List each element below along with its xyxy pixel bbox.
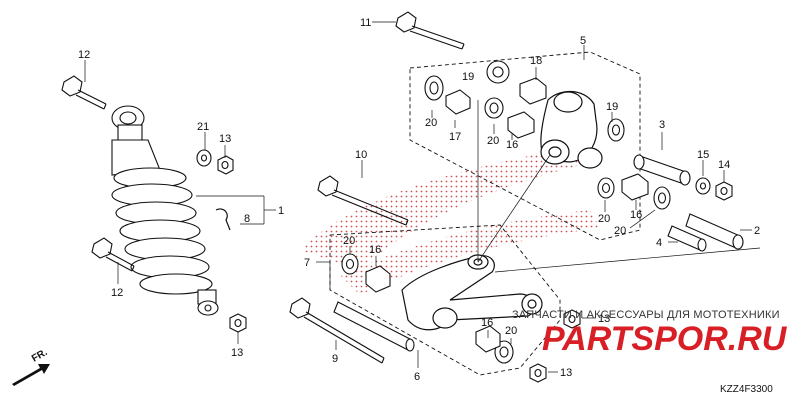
bolt-11 — [395, 11, 465, 50]
callout-13-a: 13 — [219, 133, 231, 145]
callout-3: 3 — [659, 119, 665, 131]
nut-13-lower-left — [229, 313, 247, 333]
bolt-10 — [317, 175, 409, 226]
callout-16-c: 16 — [369, 244, 381, 256]
washer-15 — [695, 177, 711, 195]
group-frame-7 — [329, 224, 561, 376]
leader-lines — [84, 21, 761, 373]
nut-14 — [715, 181, 733, 201]
watermark-logo: PARTSPOR.RU — [542, 320, 788, 358]
bolt-9 — [289, 297, 385, 364]
callout-13-b: 13 — [231, 347, 243, 359]
callout-6: 6 — [414, 371, 420, 383]
callout-15: 15 — [697, 149, 709, 161]
link-seals — [424, 60, 671, 210]
front-direction-indicator: FR. — [12, 347, 50, 386]
collar-4 — [667, 225, 707, 252]
callout-1: 1 — [278, 205, 284, 217]
callout-21: 21 — [197, 121, 209, 133]
group-frame-5 — [409, 51, 641, 241]
callout-2: 2 — [754, 225, 760, 237]
shock-absorber — [111, 105, 219, 316]
nut-13-mid — [563, 309, 581, 329]
callout-20-b: 20 — [487, 135, 499, 147]
callout-7: 7 — [304, 257, 310, 269]
callout-20-c: 20 — [598, 213, 610, 225]
collar-6 — [333, 301, 415, 352]
watermark-swoosh — [300, 150, 600, 295]
front-arrow-icon — [12, 364, 50, 386]
callouts: 11 12 5 18 19 19 20 17 20 16 21 13 3 15 … — [78, 17, 760, 383]
collar-2 — [685, 213, 744, 250]
link-bearings — [445, 77, 649, 201]
callout-16-a: 16 — [506, 139, 518, 151]
callout-17: 17 — [449, 131, 461, 143]
watermark-tagline: ЗАПЧАСТИ И АКСЕССУАРЫ ДЛЯ МОТОТЕХНИКИ — [512, 309, 780, 321]
shock-spring — [111, 167, 213, 295]
callout-18: 18 — [530, 55, 542, 67]
upper-link-body — [540, 90, 603, 169]
lower-link-body — [401, 254, 543, 331]
callout-14: 14 — [718, 159, 730, 171]
callout-16-d: 16 — [481, 317, 493, 329]
lower-link-bearings — [365, 265, 501, 353]
nut-13-upper — [217, 155, 234, 175]
callout-11: 11 — [360, 17, 371, 29]
callout-13-c: 13 — [598, 313, 610, 325]
callout-4: 4 — [656, 237, 662, 249]
callout-20-e: 20 — [343, 235, 355, 247]
callout-19-right: 19 — [606, 101, 618, 113]
collar-3 — [633, 154, 691, 186]
diagram-code: KZZ4F3300 — [720, 384, 773, 395]
callout-5: 5 — [580, 35, 586, 47]
nut-13-bottom — [529, 363, 547, 383]
callout-9: 9 — [332, 353, 338, 365]
watermark: ЗАПЧАСТИ И АКСЕССУАРЫ ДЛЯ МОТОТЕХНИКИ PA… — [512, 309, 788, 358]
callout-20-d: 20 — [614, 225, 626, 237]
callout-16-b: 16 — [630, 209, 642, 221]
callout-19-left: 19 — [462, 71, 474, 83]
callout-20-f: 20 — [505, 325, 517, 337]
bolt-12-lower — [91, 237, 135, 272]
callout-8: 8 — [244, 213, 250, 225]
callout-13-d: 13 — [560, 367, 572, 379]
front-label: FR. — [30, 347, 50, 365]
clip-8 — [215, 208, 231, 231]
bolt-12-upper — [61, 75, 107, 110]
callout-20-a: 20 — [425, 117, 437, 129]
callout-12-lower: 12 — [111, 287, 123, 299]
callout-10: 10 — [355, 149, 367, 161]
callout-12-upper: 12 — [78, 49, 90, 61]
washer-21 — [196, 149, 212, 167]
